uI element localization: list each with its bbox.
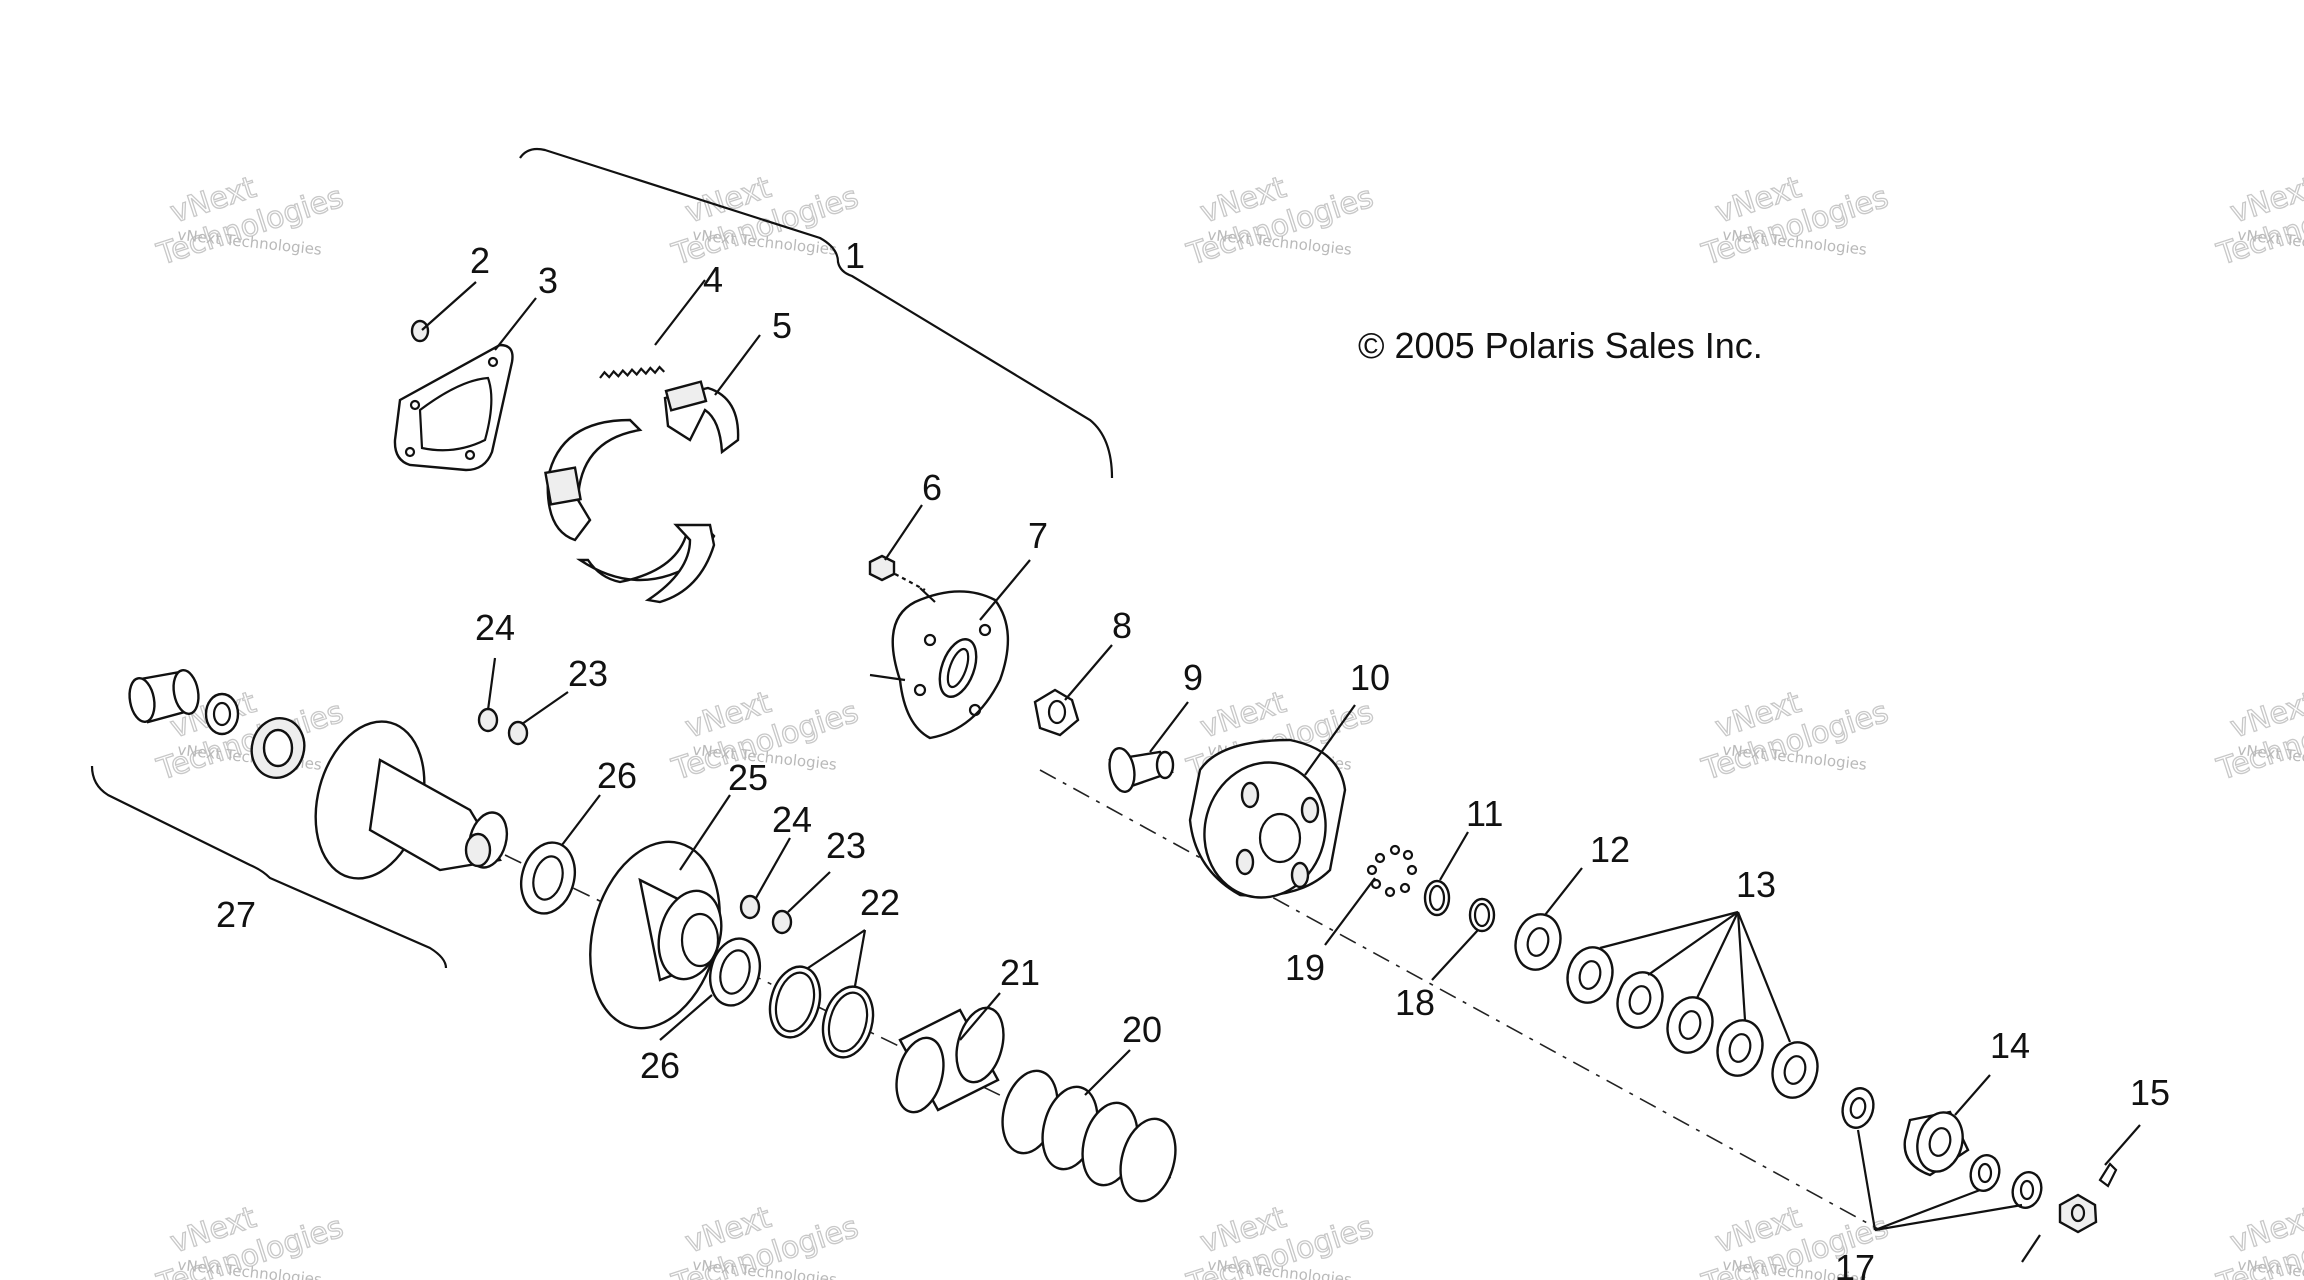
- part-27-bushing: [128, 669, 200, 724]
- callout-6: 6: [922, 467, 942, 508]
- part-24-nut-lower: [739, 894, 761, 920]
- part-9-bushing: [1108, 747, 1175, 793]
- part-8-nut: [1033, 688, 1080, 737]
- copyright-text: © 2005 Polaris Sales Inc.: [1358, 325, 1763, 366]
- callout-2: 2: [470, 240, 490, 281]
- part-17-bearing-b: [1969, 1154, 2043, 1209]
- callout-19: 19: [1285, 947, 1325, 988]
- part-4-spring: [599, 365, 666, 379]
- callout-5: 5: [772, 305, 792, 346]
- callout-21: 21: [1000, 952, 1040, 993]
- callout-labels: 1 2 3 4 5 6 7 8 9 10 11 12 13 14 15 17 1…: [216, 235, 2170, 1280]
- part-23-bolt-lower: [771, 909, 793, 935]
- part-15-pin: [2098, 1162, 2118, 1188]
- callout-3: 3: [538, 260, 558, 301]
- callout-27: 27: [216, 894, 256, 935]
- callout-26-lower: 26: [640, 1045, 680, 1086]
- callout-14: 14: [1990, 1025, 2030, 1066]
- part-20-spring: [1001, 1069, 1177, 1203]
- bracket-1: [519, 147, 1114, 479]
- callout-4: 4: [703, 259, 723, 300]
- callout-12: 12: [1590, 829, 1630, 870]
- callout-25: 25: [728, 757, 768, 798]
- part-5-clutch-shoes: [544, 380, 740, 604]
- part-27-bearing: [250, 717, 306, 779]
- part-27-sheave: [314, 720, 509, 880]
- part-26-seal-upper: [520, 841, 576, 915]
- part-7-drive-plate: [869, 587, 1010, 740]
- part-19-rollers: [1366, 844, 1418, 898]
- part-12-washer: [1514, 913, 1562, 971]
- part-21-cover: [895, 1006, 1005, 1114]
- callout-22: 22: [860, 882, 900, 923]
- part-10-clutch-drum: [1188, 738, 1347, 899]
- callout-7: 7: [1028, 515, 1048, 556]
- part-17-bearing-a: [1841, 1087, 1875, 1129]
- part-11-ring-inner: [1428, 884, 1446, 912]
- part-27-seal: [204, 692, 240, 736]
- part-23-bolt-upper: [507, 720, 529, 746]
- callout-9: 9: [1183, 657, 1203, 698]
- callout-13: 13: [1736, 864, 1776, 905]
- callout-24-lower: 24: [772, 799, 812, 840]
- bracket-27: [90, 765, 448, 969]
- part-24-nut-upper: [477, 707, 499, 733]
- part-13-washers: [1566, 946, 1819, 1099]
- part-nut-end: [2058, 1193, 2098, 1234]
- part-26-seal-lower: [709, 937, 761, 1007]
- center-axis-right: [1039, 769, 1881, 1231]
- part-18-ring-inner: [1473, 902, 1491, 928]
- leader-lines: [421, 279, 2141, 1263]
- part-14-hub: [1903, 1110, 1970, 1177]
- callout-23-lower: 23: [826, 825, 866, 866]
- part-6-nut: [868, 554, 926, 591]
- callout-18: 18: [1395, 982, 1435, 1023]
- callout-24-upper: 24: [475, 607, 515, 648]
- part-25-sheave: [589, 840, 723, 1030]
- callout-15: 15: [2130, 1072, 2170, 1113]
- part-22-rings: [768, 965, 875, 1059]
- callout-23-upper: 23: [568, 653, 608, 694]
- part-3-plate: [393, 343, 514, 472]
- callout-10: 10: [1350, 657, 1390, 698]
- callout-20: 20: [1122, 1009, 1162, 1050]
- callout-8: 8: [1112, 605, 1132, 646]
- part-2-nut: [410, 319, 430, 343]
- callout-1: 1: [845, 235, 865, 276]
- callout-26-upper: 26: [597, 755, 637, 796]
- callout-17: 17: [1835, 1247, 1875, 1280]
- callout-11: 11: [1466, 793, 1503, 834]
